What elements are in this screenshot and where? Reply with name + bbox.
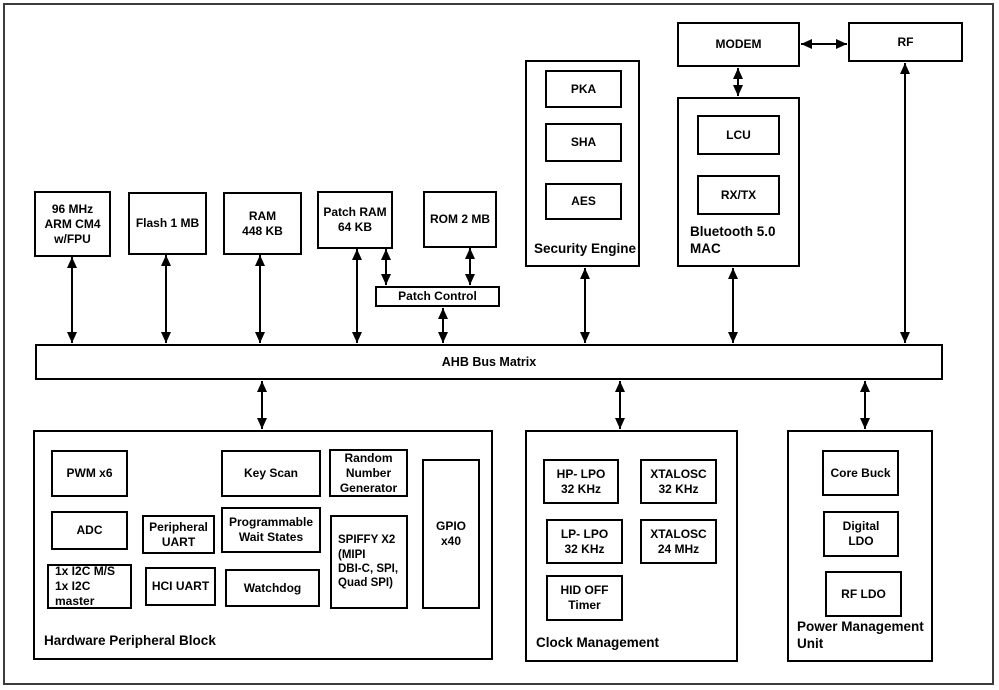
block-ram: RAM 448 KB bbox=[223, 192, 302, 255]
block-core-buck: Core Buck bbox=[822, 450, 899, 496]
block-sha: SHA bbox=[545, 123, 622, 162]
ahb-bus-matrix: AHB Bus Matrix bbox=[35, 344, 943, 380]
block-rf-ldo: RF LDO bbox=[825, 571, 902, 617]
block-patch-control: Patch Control bbox=[375, 286, 500, 307]
outer-frame bbox=[3, 3, 994, 685]
hardware-peripheral-block-label: Hardware Peripheral Block bbox=[44, 633, 216, 649]
block-watchdog: Watchdog bbox=[225, 569, 320, 607]
block-patch-ram: Patch RAM 64 KB bbox=[317, 191, 393, 249]
block-hid-off-timer: HID OFF Timer bbox=[546, 575, 623, 621]
block-rxtx: RX/TX bbox=[697, 175, 780, 215]
block-i2c: 1x I2C M/S 1x I2C master bbox=[47, 564, 132, 609]
container-power-management-unit: Core Buck Digital LDO RF LDO Power Manag… bbox=[787, 430, 933, 662]
block-pwm: PWM x6 bbox=[51, 450, 128, 497]
block-key-scan: Key Scan bbox=[221, 450, 321, 497]
block-cpu: 96 MHz ARM CM4 w/FPU bbox=[34, 191, 111, 257]
block-xtalosc-24: XTALOSC 24 MHz bbox=[640, 519, 717, 564]
block-hci-uart: HCI UART bbox=[145, 567, 216, 606]
container-hardware-peripheral-block: PWM x6 Key Scan Random Number Generator … bbox=[33, 430, 493, 660]
block-aes: AES bbox=[545, 183, 622, 220]
power-management-unit-label: Power Management Unit bbox=[797, 618, 924, 652]
container-clock-management: HP- LPO 32 KHz XTALOSC 32 KHz LP- LPO 32… bbox=[525, 430, 738, 662]
block-flash: Flash 1 MB bbox=[128, 192, 207, 255]
block-rom: ROM 2 MB bbox=[423, 191, 497, 248]
security-engine-label: Security Engine bbox=[534, 241, 637, 257]
clock-management-label: Clock Management bbox=[536, 635, 660, 651]
block-spiffy: SPIFFY X2 (MIPI DBI-C, SPI, Quad SPI) bbox=[330, 515, 408, 609]
bluetooth-mac-label: Bluetooth 5.0 MAC bbox=[690, 223, 776, 257]
block-adc: ADC bbox=[51, 511, 128, 550]
block-peripheral-uart: Peripheral UART bbox=[142, 515, 215, 554]
block-pka: PKA bbox=[545, 70, 622, 108]
block-digital-ldo: Digital LDO bbox=[823, 511, 899, 557]
block-lcu: LCU bbox=[697, 115, 780, 155]
block-modem: MODEM bbox=[677, 22, 800, 67]
container-bluetooth-mac: LCU RX/TX Bluetooth 5.0 MAC bbox=[677, 97, 800, 267]
block-lp-lpo: LP- LPO 32 KHz bbox=[546, 519, 623, 564]
block-random-number-generator: Random Number Generator bbox=[329, 449, 408, 497]
block-xtalosc-32: XTALOSC 32 KHz bbox=[640, 459, 717, 504]
block-hp-lpo: HP- LPO 32 KHz bbox=[543, 459, 619, 504]
block-programmable-wait-states: Programmable Wait States bbox=[221, 507, 321, 553]
container-security-engine: PKA SHA AES Security Engine bbox=[525, 60, 640, 267]
block-gpio: GPIO x40 bbox=[422, 459, 480, 609]
block-rf: RF bbox=[848, 22, 963, 62]
